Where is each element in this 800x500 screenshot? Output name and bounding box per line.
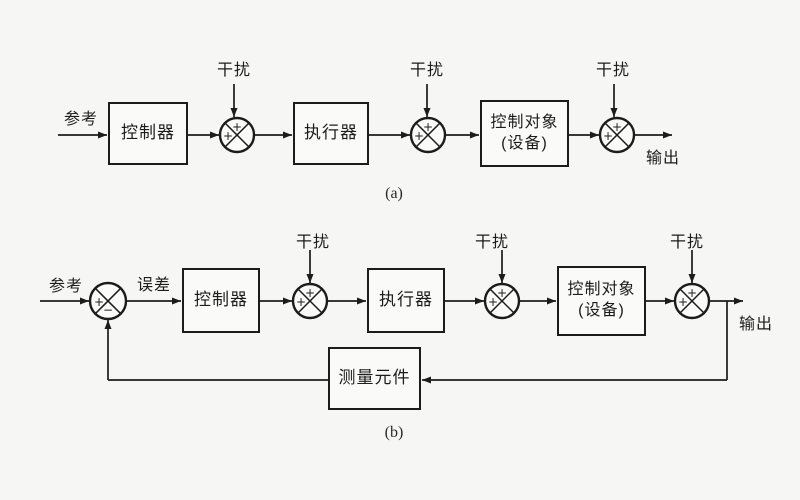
block-controller-a: 控制器 — [108, 102, 188, 165]
sum-a1-sign-top: + — [232, 120, 242, 134]
block-plant-a: 控制对象 (设备) — [480, 100, 569, 167]
label-disturbance-b1: 干扰 — [295, 234, 331, 251]
sum-junction-a1: + + — [218, 116, 256, 154]
block-sensor-b-label: 测量元件 — [338, 368, 411, 388]
wires-diagram-b — [40, 250, 743, 384]
label-disturbance-a2: 干扰 — [409, 62, 445, 79]
label-error-b: 误差 — [136, 277, 172, 294]
label-output-b: 输出 — [738, 316, 774, 333]
sum-a2-sign-left: + — [414, 129, 424, 143]
sum-b1-sign-bottom: − — [103, 303, 113, 317]
sum-b4-sign-left: + — [678, 295, 688, 309]
block-plant-b-label-line2: (设备) — [578, 302, 625, 319]
sum-b3-sign-left: + — [488, 295, 498, 309]
sum-b1-sign-left: + — [94, 295, 104, 309]
sum-a3-sign-top: + — [612, 120, 622, 134]
sum-b4-sign-top: + — [687, 286, 697, 300]
block-actuator-b-label: 执行器 — [379, 290, 433, 310]
label-reference-b: 参考 — [48, 278, 84, 295]
block-controller-b-label: 控制器 — [194, 290, 248, 310]
sum-junction-b3: + + — [483, 282, 521, 320]
label-disturbance-a3: 干扰 — [595, 62, 631, 79]
block-sensor-b: 测量元件 — [328, 347, 421, 410]
label-disturbance-a1: 干扰 — [216, 62, 252, 79]
caption-b: (b) — [384, 424, 404, 441]
block-actuator-b: 执行器 — [367, 268, 445, 333]
block-plant-b: 控制对象 (设备) — [557, 266, 646, 336]
sum-b2-sign-top: + — [305, 286, 315, 300]
block-actuator-a-label: 执行器 — [304, 123, 358, 143]
sum-a2-sign-top: + — [423, 120, 433, 134]
block-controller-b: 控制器 — [182, 268, 260, 333]
block-plant-a-label-line1: 控制对象 — [490, 113, 559, 131]
sum-a1-sign-left: + — [223, 129, 233, 143]
block-actuator-a: 执行器 — [293, 102, 369, 165]
block-controller-a-label: 控制器 — [121, 123, 175, 143]
label-disturbance-b3: 干扰 — [669, 234, 705, 251]
sum-a3-sign-left: + — [603, 129, 613, 143]
sum-junction-a3: + + — [598, 116, 636, 154]
caption-a: (a) — [385, 185, 403, 202]
wires-diagram-a — [58, 84, 672, 139]
sum-junction-b4: + + — [673, 282, 711, 320]
label-reference-a: 参考 — [63, 111, 99, 128]
sum-junction-b2: + + — [291, 282, 329, 320]
label-disturbance-b2: 干扰 — [474, 234, 510, 251]
block-plant-a-label-line2: (设备) — [501, 134, 548, 152]
sum-junction-a2: + + — [409, 116, 447, 154]
sum-b3-sign-top: + — [497, 286, 507, 300]
sum-junction-b1: + − — [88, 281, 128, 321]
label-output-a: 输出 — [645, 150, 681, 167]
block-plant-b-label-line1: 控制对象 — [567, 281, 636, 299]
sum-b2-sign-left: + — [296, 295, 306, 309]
